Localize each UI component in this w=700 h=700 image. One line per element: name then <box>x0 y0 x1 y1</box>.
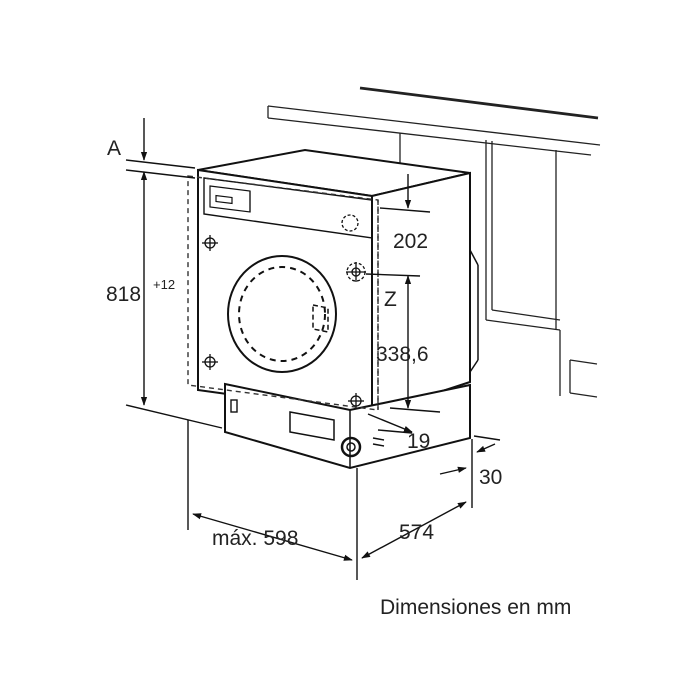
label-z-height: 338,6 <box>376 343 429 366</box>
dimension-lines <box>125 118 501 580</box>
label-height-main: 818 <box>106 283 141 306</box>
label-depth-offset: 30 <box>479 466 502 489</box>
label-a: A <box>107 137 121 160</box>
caption: Dimensiones en mm <box>380 596 571 619</box>
label-width: máx. 598 <box>212 527 298 550</box>
niche-outline <box>187 175 379 411</box>
washing-machine <box>197 148 479 470</box>
label-base-offset: 19 <box>407 430 430 453</box>
label-depth: 574 <box>399 521 434 544</box>
label-top-offset: 202 <box>393 230 428 253</box>
label-height-tolerance: +12 <box>153 277 175 292</box>
cabinet-outline <box>267 86 601 398</box>
dimension-labels: A 818 +12 202 Z 338,6 19 30 máx. 598 574… <box>106 137 571 619</box>
label-z: Z <box>384 288 397 311</box>
